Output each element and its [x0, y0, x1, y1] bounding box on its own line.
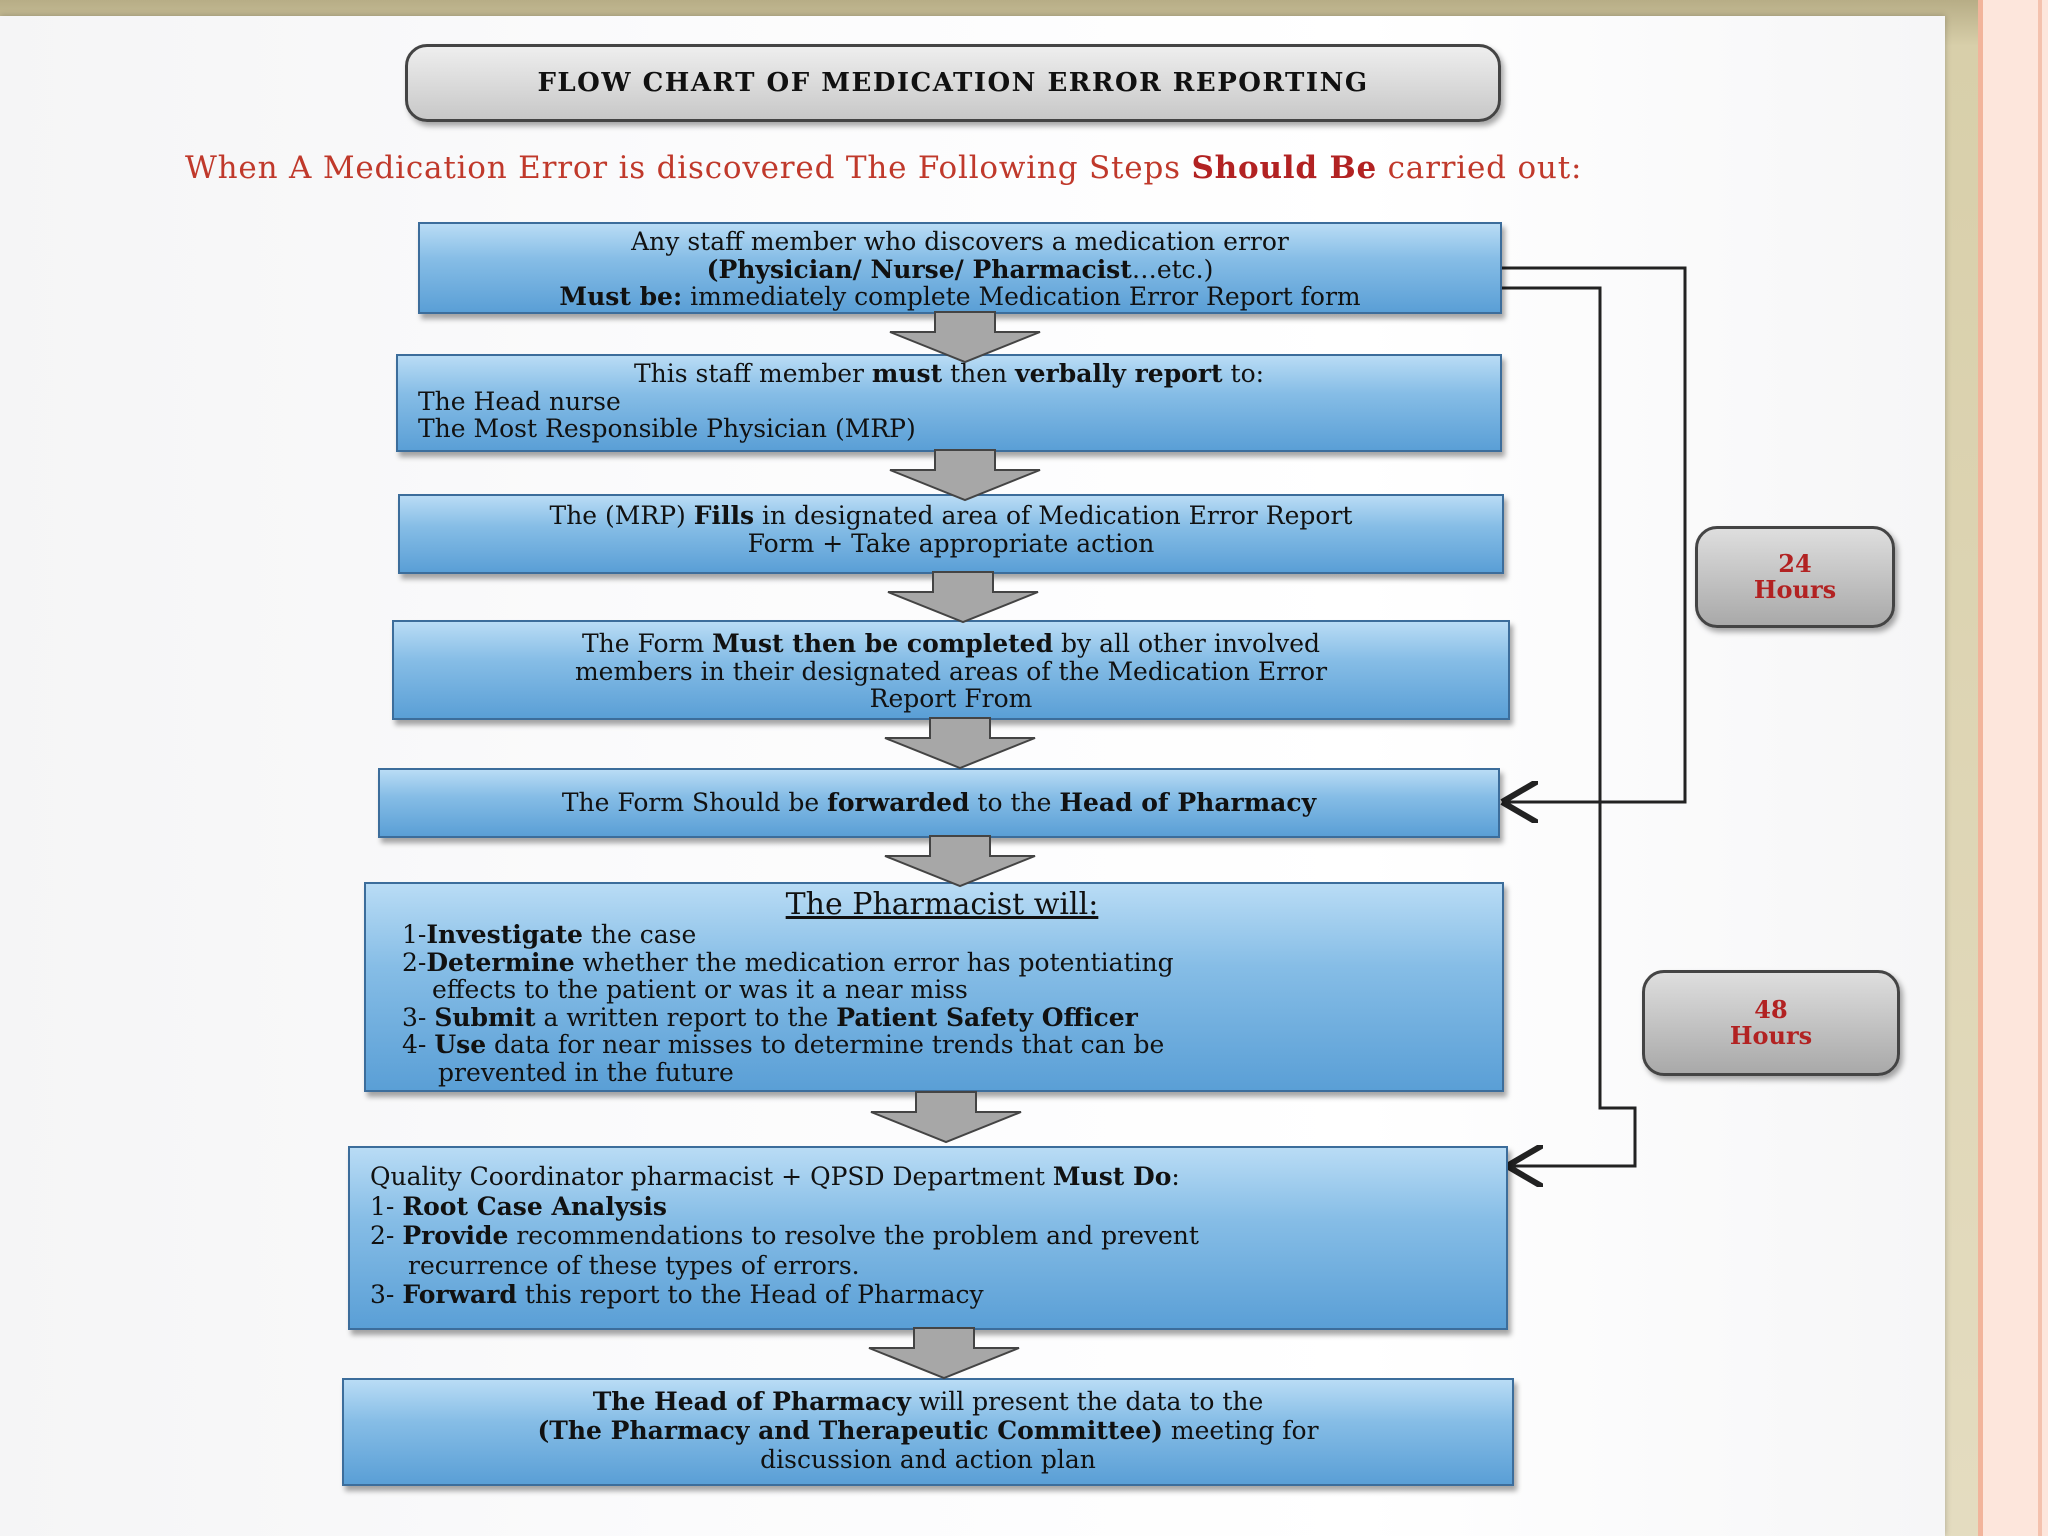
- step-2-verbal-report: This staff member must then verbally rep…: [396, 354, 1502, 452]
- list-item: 1- Root Case Analysis: [370, 1191, 667, 1221]
- subtitle: When A Medication Error is discovered Th…: [185, 150, 1583, 186]
- step-text: Report From: [869, 684, 1033, 713]
- down-arrow-icon: [870, 1091, 1022, 1144]
- list-item-continued: effects to the patient or was it a near …: [432, 975, 968, 1004]
- step-3-mrp-fills: The (MRP) Fills in designated area of Me…: [398, 494, 1504, 574]
- step-text: The Form Should be forwarded to the Head…: [561, 788, 1317, 818]
- timebox-24-hours: 24 Hours: [1695, 526, 1895, 628]
- list-item: 2-Determine whether the medication error…: [402, 947, 1174, 977]
- step-text: The Head nurse: [418, 386, 621, 416]
- step-text: (The Pharmacy and Therapeutic Committee)…: [537, 1415, 1319, 1445]
- list-item: 3- Submit a written report to the Patien…: [402, 1002, 1138, 1032]
- chart-title: FLOW CHART OF MEDICATION ERROR REPORTING: [405, 44, 1501, 122]
- down-arrow-icon: [887, 571, 1039, 624]
- step-text: The Most Responsible Physician (MRP): [418, 414, 916, 443]
- connector-48h: [1500, 286, 1637, 1166]
- step-8-head-presents: The Head of Pharmacy will present the da…: [342, 1378, 1514, 1486]
- step-text: Any staff member who discovers a medicat…: [631, 227, 1289, 256]
- slide-border-strip: [1978, 0, 2048, 1536]
- step-text: discussion and action plan: [760, 1444, 1096, 1474]
- step-text: Must be: immediately complete Medication…: [559, 282, 1361, 311]
- step-7-quality-coordinator: Quality Coordinator pharmacist + QPSD De…: [348, 1146, 1508, 1330]
- list-item-continued: prevented in the future: [438, 1057, 734, 1087]
- step-4-form-completed: The Form Must then be completed by all o…: [392, 620, 1510, 720]
- down-arrow-icon: [889, 311, 1041, 364]
- step-text: (Physician/ Nurse/ Pharmacist…etc.): [706, 254, 1214, 284]
- step-text: Form + Take appropriate action: [747, 528, 1155, 558]
- list-item: 4- Use data for near misses to determine…: [402, 1030, 1165, 1059]
- step-text: The (MRP) Fills in designated area of Me…: [549, 501, 1353, 530]
- step-text: The Form Must then be completed by all o…: [581, 629, 1321, 658]
- list-item: 3- Forward this report to the Head of Ph…: [370, 1280, 984, 1309]
- list-item-continued: recurrence of these types of errors.: [408, 1250, 860, 1280]
- down-arrow-icon: [889, 449, 1041, 502]
- step-text: Quality Coordinator pharmacist + QPSD De…: [370, 1162, 1180, 1191]
- step-5-forward-to-head: The Form Should be forwarded to the Head…: [378, 768, 1500, 838]
- step-text: members in their designated areas of the…: [574, 656, 1328, 686]
- step-6-pharmacist-will: The Pharmacist will: 1-Investigate the c…: [364, 882, 1504, 1092]
- step-text: This staff member must then verbally rep…: [633, 359, 1265, 388]
- step-1-discover-error: Any staff member who discovers a medicat…: [418, 222, 1502, 314]
- step-text: The Head of Pharmacy will present the da…: [592, 1387, 1264, 1416]
- down-arrow-icon: [884, 717, 1036, 770]
- list-item: 1-Investigate the case: [402, 920, 697, 949]
- step-heading: The Pharmacist will:: [785, 887, 1099, 922]
- connector-24h: [1500, 266, 1687, 802]
- timebox-48-hours: 48 Hours: [1642, 970, 1900, 1076]
- list-item: 2- Provide recommendations to resolve th…: [370, 1221, 1199, 1250]
- down-arrow-icon: [868, 1327, 1020, 1380]
- down-arrow-icon: [884, 835, 1036, 888]
